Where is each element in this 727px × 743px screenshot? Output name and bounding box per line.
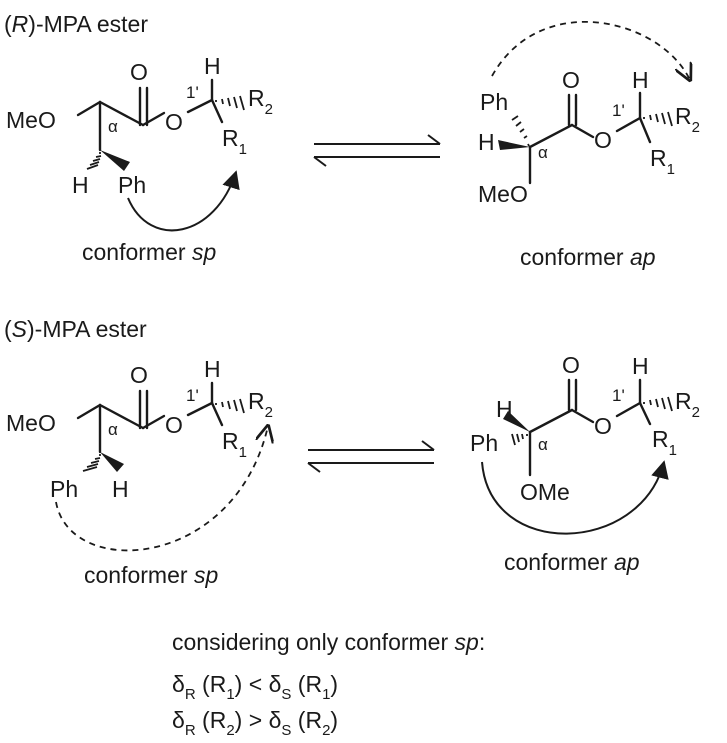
ester-oxygen: O <box>594 127 612 153</box>
r-conformer-sp: MeO H Ph α O O 1' H R2 R <box>6 53 273 265</box>
phenyl-label: Ph <box>470 430 498 456</box>
ester-oxygen: O <box>165 109 183 135</box>
ester-oxygen: O <box>594 413 612 439</box>
h-label: H <box>72 172 89 198</box>
alpha-label: α <box>108 420 118 439</box>
caption-r-sp: conformer sp <box>82 239 216 265</box>
one-prime-label: 1' <box>186 386 199 405</box>
s-ester-heading: (S)-MPA ester <box>4 316 147 342</box>
alpha-label: α <box>108 117 118 136</box>
one-prime-label: 1' <box>186 83 199 102</box>
r2-label: R2 <box>248 85 273 118</box>
h-label: H <box>478 129 495 155</box>
one-prime-label: 1' <box>612 386 625 405</box>
shielding-arrow <box>55 426 268 552</box>
hashed-bond <box>215 398 245 414</box>
caption-r-ap: conformer ap <box>520 244 656 270</box>
hashed-bond <box>511 433 528 446</box>
carbonyl-oxygen: O <box>130 59 148 85</box>
methoxy-label: MeO <box>6 410 56 436</box>
alpha-label: α <box>538 435 548 454</box>
r-conformer-ap: Ph H α MeO O O 1' H R2 R1 <box>478 20 700 270</box>
carbonyl-oxygen: O <box>130 362 148 388</box>
one-prime-label: 1' <box>612 101 625 120</box>
hashed-bond <box>643 111 673 127</box>
methoxy-label: MeO <box>6 107 56 133</box>
r2-label: R2 <box>675 103 700 136</box>
h-label: H <box>204 356 221 382</box>
r1-label: R1 <box>650 145 675 178</box>
phenyl-label: Ph <box>118 172 146 198</box>
hashed-bond <box>82 454 101 472</box>
r2-label: R2 <box>675 388 700 421</box>
caption-s-sp: conformer sp <box>84 562 218 588</box>
phenyl-label: Ph <box>480 89 508 115</box>
methoxy-label: MeO <box>478 181 528 207</box>
hashed-bond <box>511 115 530 147</box>
carbonyl-oxygen: O <box>562 352 580 378</box>
shielding-arrow <box>127 170 240 232</box>
shielding-arrow <box>481 460 669 535</box>
h-label: H <box>112 476 129 502</box>
h-label: H <box>204 53 221 79</box>
alpha-label: α <box>538 143 548 162</box>
phenyl-label: Ph <box>50 476 78 502</box>
hashed-bond <box>643 396 673 412</box>
s-conformer-ap: H Ph α OMe O O 1' H R2 R1 c <box>470 352 700 575</box>
s-conformer-sp: MeO Ph H α O O 1' H R2 R <box>6 356 273 588</box>
hashed-bond <box>215 95 245 111</box>
summary-line-1: considering only conformer sp: <box>172 629 485 655</box>
summary-line-3: δR (R2) > δS (R2) <box>172 707 338 739</box>
r1-label: R1 <box>652 426 677 459</box>
shielding-arrow <box>491 20 690 80</box>
h-label: H <box>632 353 649 379</box>
r2-label: R2 <box>248 388 273 421</box>
summary: considering only conformer sp: δR (R1) <… <box>172 629 485 739</box>
r-ester-heading: (R)-MPA ester <box>4 11 148 37</box>
ester-oxygen: O <box>165 412 183 438</box>
methoxy-label: OMe <box>520 479 570 505</box>
equilibrium-arrows <box>307 440 435 473</box>
carbonyl-oxygen: O <box>562 67 580 93</box>
r1-label: R1 <box>222 125 247 158</box>
equilibrium-arrows <box>313 134 441 167</box>
r1-label: R1 <box>222 428 247 461</box>
hashed-bond <box>86 152 102 170</box>
h-label: H <box>632 67 649 93</box>
caption-s-ap: conformer ap <box>504 549 640 575</box>
summary-line-2: δR (R1) < δS (R1) <box>172 671 338 703</box>
